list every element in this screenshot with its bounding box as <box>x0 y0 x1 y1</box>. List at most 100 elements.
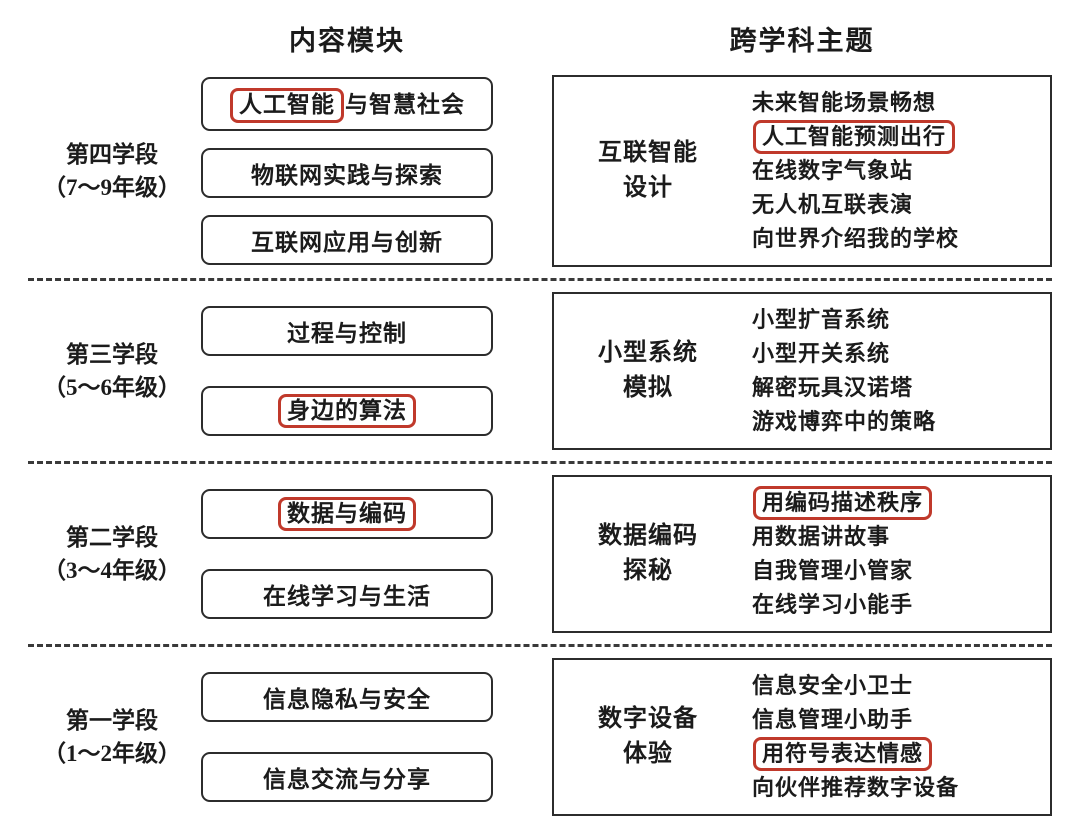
modules-column-stage2: 数据与编码 在线学习与生活 <box>196 488 498 620</box>
topic-label: 无人机互联表演 <box>752 192 914 217</box>
module-label: 信息交流与分享 <box>263 767 431 792</box>
red-highlight-frame: 人工智能 <box>230 88 344 123</box>
topic-label: 解密玩具汉诺塔 <box>752 375 914 400</box>
theme-name-line1: 小型系统 <box>598 340 698 367</box>
theme-name-line2: 探秘 <box>623 558 673 584</box>
header-row: 内容模块 跨学科主题 <box>28 10 1052 66</box>
topics-list-stage3: 小型扩音系统 小型开关系统 解密玩具汉诺塔 游戏博弈中的策略 <box>736 303 1042 439</box>
column-header-interdisciplinary-themes: 跨学科主题 <box>729 25 875 56</box>
stage-label-2: 第二学段 （3～4年级） <box>28 521 196 588</box>
red-highlight-frame: 人工智能预测出行 <box>753 120 956 154</box>
module-label: 过程与控制 <box>287 320 407 346</box>
topic-label: 在线学习小能手 <box>752 592 914 617</box>
topic-label: 小型开关系统 <box>752 341 891 366</box>
topic-label: 自我管理小管家 <box>752 558 914 583</box>
theme-box-stage4: 互联智能 设计 未来智能场景畅想 人工智能预测出行 在线数字气象站 无人机互联表… <box>552 75 1052 267</box>
dashed-divider <box>28 644 1052 647</box>
red-highlight-frame: 数据与编码 <box>278 496 416 532</box>
red-highlight-frame: 用符号表达情感 <box>753 737 933 771</box>
stage-label-1: 第一学段 （1～2年级） <box>28 704 196 771</box>
module-box-ai-smart-society: 人工智能与智慧社会 <box>201 77 493 131</box>
stage-name: 第二学段 <box>66 524 158 550</box>
theme-name-stage3: 小型系统 模拟 <box>560 336 736 406</box>
theme-box-stage1: 数字设备 体验 信息安全小卫士 信息管理小助手 用符号表达情感 向伙伴推荐数字设… <box>552 658 1052 816</box>
theme-box-stage3: 小型系统 模拟 小型扩音系统 小型开关系统 解密玩具汉诺塔 游戏博弈中的策略 <box>552 292 1052 450</box>
module-box-internet-application: 互联网应用与创新 <box>201 214 493 265</box>
topic-item: 未来智能场景畅想 <box>752 86 936 120</box>
topic-label: 未来智能场景畅想 <box>752 90 937 115</box>
topic-label: 向伙伴推荐数字设备 <box>752 775 960 800</box>
topic-item: 无人机互联表演 <box>752 188 913 222</box>
topic-label: 向世界介绍我的学校 <box>752 226 960 251</box>
theme-name-line1: 互联智能 <box>598 140 698 167</box>
stage-grades: （5～6年级） <box>43 375 181 400</box>
topic-item: 小型开关系统 <box>752 337 890 371</box>
topic-item: 自我管理小管家 <box>752 554 913 588</box>
stage-row-1: 第一学段 （1～2年级） 信息隐私与安全 信息交流与分享 数字设备 体验 信息安… <box>28 649 1052 825</box>
red-highlight-frame: 用编码描述秩序 <box>753 486 933 520</box>
module-box-process-control: 过程与控制 <box>201 305 493 356</box>
stage-row-4: 第四学段 （7～9年级） 人工智能与智慧社会 物联网实践与探索 互联网应用与创新… <box>28 66 1052 276</box>
column-header-content-modules: 内容模块 <box>289 25 405 56</box>
curriculum-diagram: 内容模块 跨学科主题 第四学段 （7～9年级） 人工智能与智慧社会 物联网实践与… <box>28 10 1052 816</box>
theme-name-line2: 体验 <box>623 741 673 767</box>
stage-grades: （7～9年级） <box>43 175 181 200</box>
topic-item: 用数据讲故事 <box>752 520 890 554</box>
topics-list-stage4: 未来智能场景畅想 人工智能预测出行 在线数字气象站 无人机互联表演 向世界介绍我… <box>736 86 1042 256</box>
module-box-everyday-algorithms: 身边的算法 <box>201 385 493 437</box>
theme-name-line1: 数字设备 <box>598 706 698 733</box>
topic-item: 用编码描述秩序 <box>752 486 933 520</box>
stage-grades: （3～4年级） <box>43 558 181 583</box>
topic-item: 信息安全小卫士 <box>752 669 913 703</box>
theme-box-stage2: 数据编码 探秘 用编码描述秩序 用数据讲故事 自我管理小管家 在线学习小能手 <box>552 475 1052 633</box>
stage-grades: （1～2年级） <box>43 741 181 766</box>
theme-name-line1: 数据编码 <box>598 523 698 550</box>
topic-label: 游戏博弈中的策略 <box>752 409 937 434</box>
stage-label-3: 第三学段 （5～6年级） <box>28 338 196 405</box>
topic-item: 向伙伴推荐数字设备 <box>752 771 959 805</box>
theme-name-stage4: 互联智能 设计 <box>560 136 736 206</box>
stage-name: 第四学段 <box>66 141 158 167</box>
topic-item: 解密玩具汉诺塔 <box>752 371 913 405</box>
topic-item: 向世界介绍我的学校 <box>752 222 959 256</box>
module-label: 互联网应用与创新 <box>251 229 443 255</box>
stage-name: 第三学段 <box>66 341 158 367</box>
topic-label: 用数据讲故事 <box>752 524 891 549</box>
module-label: 物联网实践与探索 <box>251 162 443 188</box>
theme-name-line2: 模拟 <box>623 375 673 401</box>
stage-row-2: 第二学段 （3～4年级） 数据与编码 在线学习与生活 数据编码 探秘 用编码描述… <box>28 466 1052 642</box>
topic-item: 信息管理小助手 <box>752 703 913 737</box>
module-box-online-learning-life: 在线学习与生活 <box>201 569 493 620</box>
module-box-data-encoding: 数据与编码 <box>201 488 493 540</box>
topics-list-stage2: 用编码描述秩序 用数据讲故事 自我管理小管家 在线学习小能手 <box>736 486 1042 622</box>
theme-name-line2: 设计 <box>623 175 673 201</box>
modules-column-stage3: 过程与控制 身边的算法 <box>196 305 498 437</box>
topic-item: 游戏博弈中的策略 <box>752 405 936 439</box>
stage-label-4: 第四学段 （7～9年级） <box>28 138 196 205</box>
module-label: 在线学习与生活 <box>263 584 431 610</box>
theme-name-stage1: 数字设备 体验 <box>560 702 736 772</box>
module-box-communication-sharing: 信息交流与分享 <box>201 752 493 802</box>
stage-row-3: 第三学段 （5～6年级） 过程与控制 身边的算法 小型系统 模拟 小型扩音系统 … <box>28 283 1052 459</box>
topic-item: 在线学习小能手 <box>752 588 913 622</box>
stage-name: 第一学段 <box>66 707 158 733</box>
topic-item: 小型扩音系统 <box>752 303 890 337</box>
topic-label: 小型扩音系统 <box>752 307 891 332</box>
topic-label: 信息管理小助手 <box>752 707 914 732</box>
module-box-iot-practice: 物联网实践与探索 <box>201 147 493 198</box>
modules-column-stage1: 信息隐私与安全 信息交流与分享 <box>196 672 498 802</box>
topic-label: 在线数字气象站 <box>752 158 914 183</box>
topics-list-stage1: 信息安全小卫士 信息管理小助手 用符号表达情感 向伙伴推荐数字设备 <box>736 669 1042 805</box>
dashed-divider <box>28 461 1052 464</box>
theme-name-stage2: 数据编码 探秘 <box>560 519 736 589</box>
module-label: 与智慧社会 <box>345 92 465 118</box>
topic-item: 人工智能预测出行 <box>752 120 956 154</box>
topic-item: 在线数字气象站 <box>752 154 913 188</box>
dashed-divider <box>28 278 1052 281</box>
module-label: 信息隐私与安全 <box>263 687 431 712</box>
topic-label: 信息安全小卫士 <box>752 673 914 698</box>
modules-column-stage4: 人工智能与智慧社会 物联网实践与探索 互联网应用与创新 <box>196 77 498 265</box>
module-box-privacy-security: 信息隐私与安全 <box>201 672 493 722</box>
topic-item: 用符号表达情感 <box>752 737 933 771</box>
red-highlight-frame: 身边的算法 <box>278 393 416 429</box>
